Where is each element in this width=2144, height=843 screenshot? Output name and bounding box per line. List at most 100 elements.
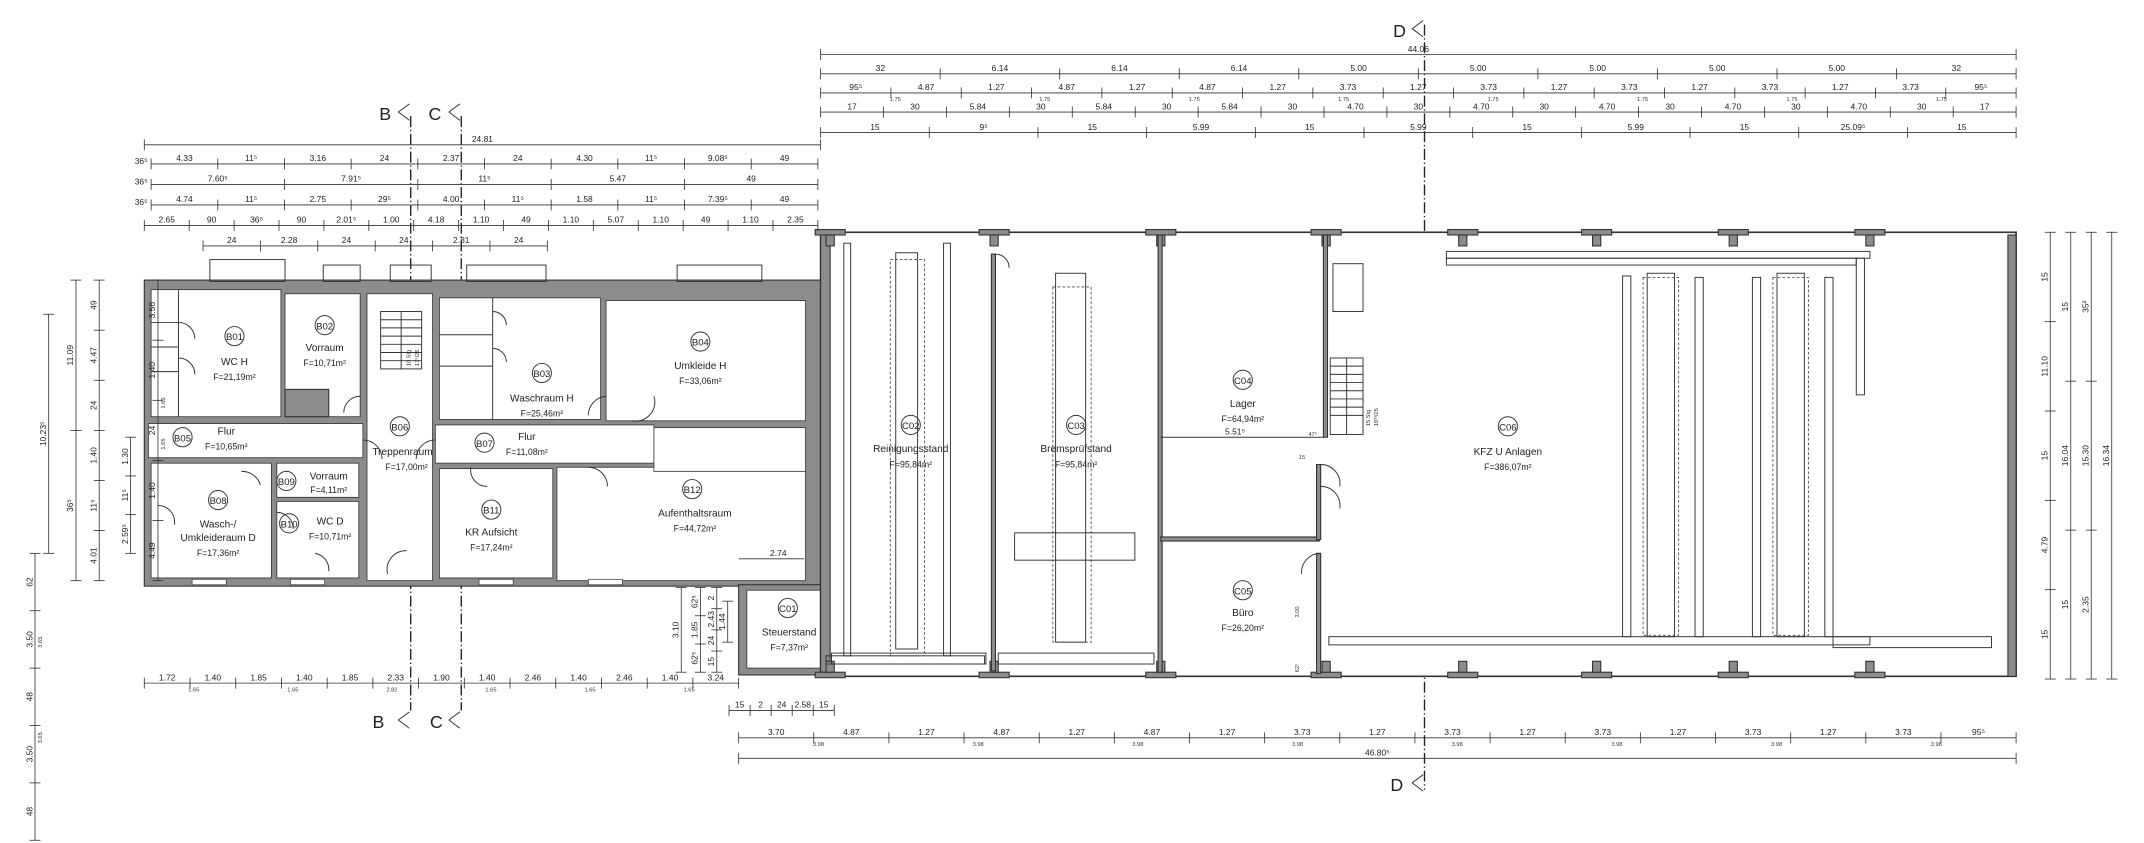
section-arrow-icon — [1411, 774, 1424, 792]
dim-steuerstand-2-label: 2 — [706, 595, 716, 600]
dim-bottom-right-1-label: 3.73 — [1595, 727, 1612, 737]
columns — [814, 228, 1886, 679]
dim-bottom-left-sublabel: 1.65 — [188, 687, 199, 693]
dim-top-right-3-label: 4.70 — [1347, 101, 1364, 111]
svg-text:Steuerstand: Steuerstand — [762, 627, 817, 638]
dim-top-right-3-label: 4.70 — [1851, 101, 1868, 111]
dim-top-left-4-label: 2.01⁵ — [336, 215, 356, 225]
dim-bottom-left-label: 1.40 — [205, 672, 222, 682]
dim-left-sublabel: 1.65 — [161, 438, 167, 449]
dim-bottom-right-1-label: 1.27 — [1219, 727, 1236, 737]
dim-right-0-label: 11.10 — [2040, 356, 2050, 377]
dim-bottom-right-1-label: 3.73 — [1895, 727, 1912, 737]
column-stem — [1728, 234, 1738, 247]
dim-top-right-2-label: 3.73 — [1902, 82, 1919, 92]
dim-top-right-4-label: 15 — [1957, 122, 1967, 132]
shaft — [284, 388, 330, 418]
room-b07 — [434, 424, 655, 464]
dim-left-1-label: 36⁵ — [65, 499, 75, 512]
dim-top-left-3-label: 29⁵ — [378, 194, 391, 204]
dim-steuerstand-3-label: 1.44 — [717, 613, 727, 630]
dim-top-right-4-label: 5.99 — [1193, 122, 1210, 132]
dim-top-left-margin: 36⁵ — [135, 156, 148, 166]
column-top — [1854, 228, 1886, 236]
svg-text:F=64,94m²: F=64,94m² — [1222, 414, 1265, 424]
svg-text:F=33,06m²: F=33,06m² — [679, 376, 722, 386]
dim-top-left-5-label: 24 — [399, 235, 409, 245]
dim-top-right-4-label: 25.09⁵ — [1841, 122, 1866, 132]
dim-top-right-4-label: 15 — [1740, 122, 1750, 132]
dim-top-left-4-label: 4.18 — [428, 215, 445, 225]
dim-top-left-1-label: 24 — [380, 153, 390, 163]
svg-text:Vorraum: Vorraum — [306, 343, 344, 354]
dim-top-right-4-label: 15 — [1522, 122, 1532, 132]
dim-top-right-2-label: 4.87 — [918, 82, 935, 92]
column-top — [1581, 228, 1613, 236]
dim-bottom-left-label: 1.85 — [250, 672, 267, 682]
svg-text:F=10,71m²: F=10,71m² — [303, 358, 346, 368]
dim-top-right-3-label: 4.70 — [1473, 101, 1490, 111]
column-bottom — [1854, 671, 1886, 679]
svg-text:F=10,71m²: F=10,71m² — [309, 532, 352, 542]
room-b08 — [150, 462, 272, 579]
dim-top-right-3-label: 30 — [1162, 101, 1172, 111]
room-b04 — [605, 300, 806, 422]
column-top — [814, 228, 846, 236]
dim-top-left-2-label: 7.91⁵ — [341, 174, 361, 184]
dim-bottom-left-label: 1.40 — [479, 672, 496, 682]
dim-top-right-1-label: 32 — [1952, 63, 1962, 73]
dim-bottom-right-1-label: 4.87 — [993, 727, 1010, 737]
svg-text:B03: B03 — [533, 369, 550, 380]
dim-bottom-right-0-label: 15 — [735, 700, 745, 710]
dim-top-right-2-label: 1.27 — [1551, 82, 1568, 92]
c04-note-47: 47⁵ — [1308, 431, 1317, 438]
stair-b06-ratio: 17⁵/26 — [414, 349, 421, 366]
column-stem — [825, 234, 835, 247]
dim-top-right-3-label: 30 — [1414, 101, 1424, 111]
dim-bottom-right-0-label: 2.58 — [794, 700, 811, 710]
room-b05 — [147, 423, 364, 459]
svg-text:F=44,72m²: F=44,72m² — [674, 523, 717, 533]
dim-left-1-label: 11.09 — [65, 345, 75, 366]
dim-top-right-3-label: 30 — [1791, 101, 1801, 111]
svg-text:C04: C04 — [1234, 376, 1252, 387]
dim-top-right-2-label: 3.73 — [1480, 82, 1497, 92]
column-bottom — [814, 671, 846, 679]
column-stem — [1321, 660, 1331, 673]
svg-text:C03: C03 — [1067, 421, 1085, 432]
svg-text:F=7,37m²: F=7,37m² — [770, 642, 808, 652]
dim-bottom-right-1-sublabel: 3.98 — [813, 742, 824, 748]
dim-top-right-4-label: 5.99 — [1410, 122, 1427, 132]
svg-text:Bremsprüfstand: Bremsprüfstand — [1040, 444, 1111, 455]
dim-top-left-5-label: 24 — [514, 235, 524, 245]
dim-bottom-left-label: 1.85 — [342, 672, 359, 682]
dim-top-right-2-sublabel: 1.75 — [1488, 97, 1499, 103]
dim-top-left-4-label: 90 — [207, 215, 217, 225]
dim-top-right-1-label: 6.14 — [992, 63, 1009, 73]
dim-left-sublabel: 3.65 — [38, 637, 44, 648]
dim-left-5-label: 48 — [24, 807, 34, 817]
section-label-c-top: C — [428, 104, 441, 124]
column-top — [978, 228, 1010, 236]
dim-top-right-4-label: 15 — [870, 122, 880, 132]
dim-bottom-left-sublabel: 1.65 — [485, 687, 496, 693]
dim-bottom-right-1-label: 4.87 — [1144, 727, 1161, 737]
dim-bottom-right-1-label: 1.27 — [1069, 727, 1086, 737]
dim-right-0-label: 4.79 — [2040, 536, 2050, 553]
dim-bottom-right-1-label: 1.27 — [1670, 727, 1687, 737]
dim-top-right-2-sublabel: 1.75 — [890, 97, 901, 103]
svg-text:B07: B07 — [476, 439, 493, 450]
svg-text:B09: B09 — [278, 477, 295, 488]
svg-text:WC H: WC H — [221, 357, 248, 368]
svg-text:B11: B11 — [483, 506, 499, 517]
section-label-d-bottom: D — [1390, 775, 1403, 795]
dim-steuerstand-2-label: 24 — [706, 635, 716, 645]
column-bottom — [1581, 671, 1613, 679]
dim-top-left-4-label: 2.35 — [787, 215, 804, 225]
